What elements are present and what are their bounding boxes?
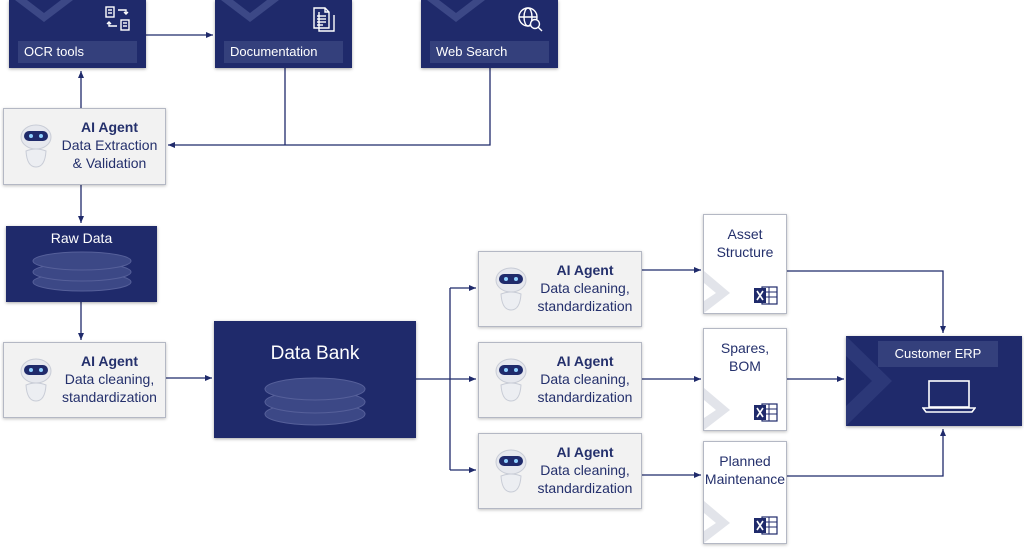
document-icon — [313, 7, 335, 32]
output-line-1: Spares, — [720, 340, 770, 356]
excel-icon — [754, 286, 778, 305]
agent-line-2: standardization — [537, 480, 633, 496]
raw-data-box: Raw Data — [6, 226, 157, 302]
documentation-box: Documentation — [215, 0, 352, 68]
data-bank-title: Data Bank — [270, 343, 360, 364]
agent-line-2: standardization — [537, 298, 633, 314]
chevron-decoration — [427, 0, 485, 22]
agent-line-2: & Validation — [72, 155, 147, 171]
chevron-decoration — [15, 0, 73, 22]
documentation-label: Documentation — [224, 41, 343, 63]
robot-icon — [20, 124, 52, 168]
agent-line-1: Data Extraction — [61, 137, 158, 153]
ocr-tools-label: OCR tools — [18, 41, 137, 63]
output-line-1: Planned — [719, 453, 771, 469]
agent-title: AI Agent — [556, 353, 614, 369]
ai-agent-cleaning-middle: AI Agent Data cleaning, standardization — [478, 342, 642, 418]
agent-line-1: Data cleaning, — [540, 371, 630, 387]
ai-agent-extraction: AI Agent Data Extraction & Validation — [3, 108, 166, 185]
output-asset-structure: Asset Structure — [703, 214, 787, 314]
agent-title: AI Agent — [556, 262, 614, 278]
output-line-2: Structure — [716, 244, 774, 260]
database-icon — [32, 251, 132, 292]
arrow-maintenance-to-erp — [787, 429, 946, 477]
output-spares-bom: Spares, BOM — [703, 328, 787, 431]
ocr-tools-box: OCR tools — [9, 0, 146, 68]
chevron-decoration — [704, 388, 730, 430]
output-line-2: Maintenance — [704, 471, 786, 487]
chevron-decoration — [221, 0, 279, 22]
output-planned-maintenance: Planned Maintenance — [703, 441, 787, 544]
output-line-2: BOM — [729, 358, 761, 374]
agent-title: AI Agent — [80, 353, 139, 369]
ai-agent-cleaning-left: AI Agent Data cleaning, standardization — [3, 342, 166, 418]
agent-line-1: Data cleaning, — [540, 462, 630, 478]
robot-icon — [495, 267, 527, 311]
robot-icon — [495, 358, 527, 402]
agent-title: AI Agent — [80, 119, 139, 135]
agent-line-1: Data cleaning, — [540, 280, 630, 296]
agent-line-2: standardization — [62, 389, 157, 405]
web-search-label: Web Search — [430, 41, 549, 63]
output-line-1: Asset — [727, 226, 763, 242]
customer-erp-box: Customer ERP — [846, 336, 1022, 426]
chevron-decoration — [704, 501, 730, 543]
ai-agent-cleaning-bottom: AI Agent Data cleaning, standardization — [478, 433, 642, 509]
data-bank-box: Data Bank — [214, 321, 416, 438]
document-compare-icon — [105, 6, 130, 31]
raw-data-title: Raw Data — [50, 230, 113, 246]
laptop-icon — [922, 380, 976, 413]
ai-agent-cleaning-top: AI Agent Data cleaning, standardization — [478, 251, 642, 327]
robot-icon — [495, 449, 527, 493]
agent-title: AI Agent — [556, 444, 614, 460]
excel-icon — [754, 516, 778, 535]
web-search-box: Web Search — [421, 0, 558, 68]
chevron-decoration — [846, 336, 892, 426]
arrow-asset-to-erp — [787, 270, 946, 333]
customer-erp-label: Customer ERP — [878, 341, 998, 367]
robot-icon — [20, 358, 52, 402]
chevron-decoration — [704, 271, 730, 313]
agent-line-2: standardization — [537, 389, 633, 405]
database-icon — [264, 377, 366, 426]
arrow-websearch-to-agent — [168, 68, 491, 148]
globe-search-icon — [518, 7, 543, 32]
excel-icon — [754, 403, 778, 422]
agent-line-1: Data cleaning, — [64, 371, 155, 387]
